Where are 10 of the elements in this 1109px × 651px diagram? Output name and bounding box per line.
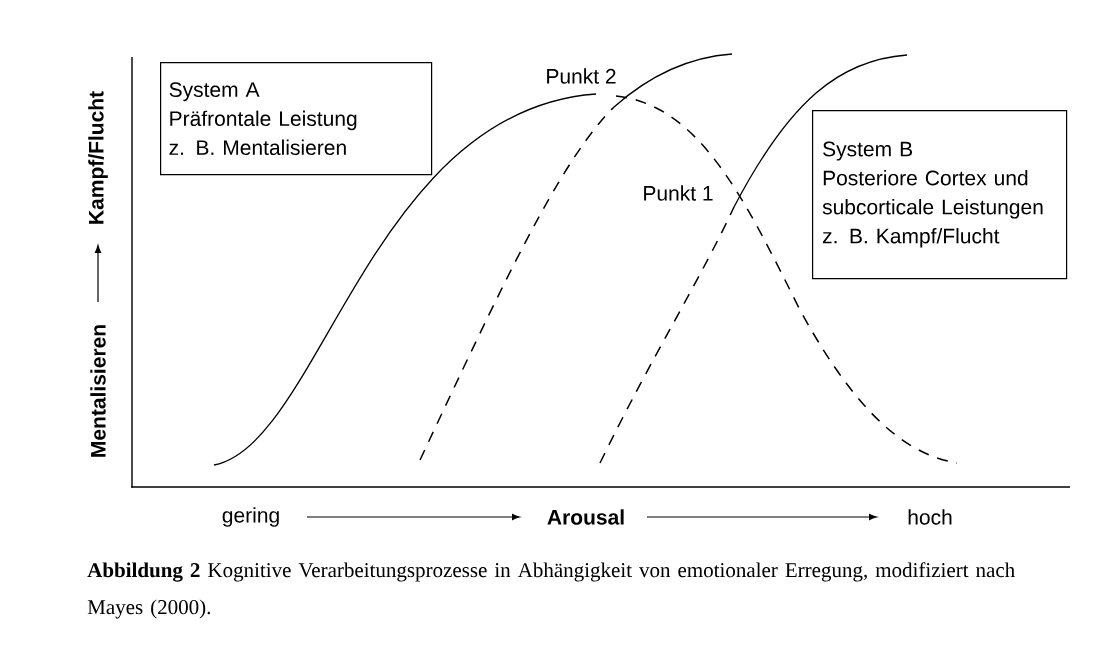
- axis-label: Kampf/Flucht: [88, 91, 108, 224]
- axis-label: Arousal: [547, 509, 624, 525]
- axis-label: Mentalisieren: [90, 325, 106, 457]
- point-label: Punkt 1: [644, 185, 713, 201]
- point-label: Punkt 2: [547, 68, 616, 84]
- text-box: System A Präfrontale Leistung z. B. Mentalisieren: [160, 62, 433, 176]
- axis-label: gering: [222, 507, 279, 527]
- caption: Abbildung 2 Kognitive Verarbeitungsprozesse in Abhängigkeit von emotionaler Erregung, modifiziert nach Mayes (2000).: [87, 562, 1015, 619]
- axis-label: hoch: [908, 509, 952, 525]
- text-box: System B Posteriore Cortex und subcorticale Leistungen z. B. Kampf/Flucht: [812, 110, 1068, 280]
